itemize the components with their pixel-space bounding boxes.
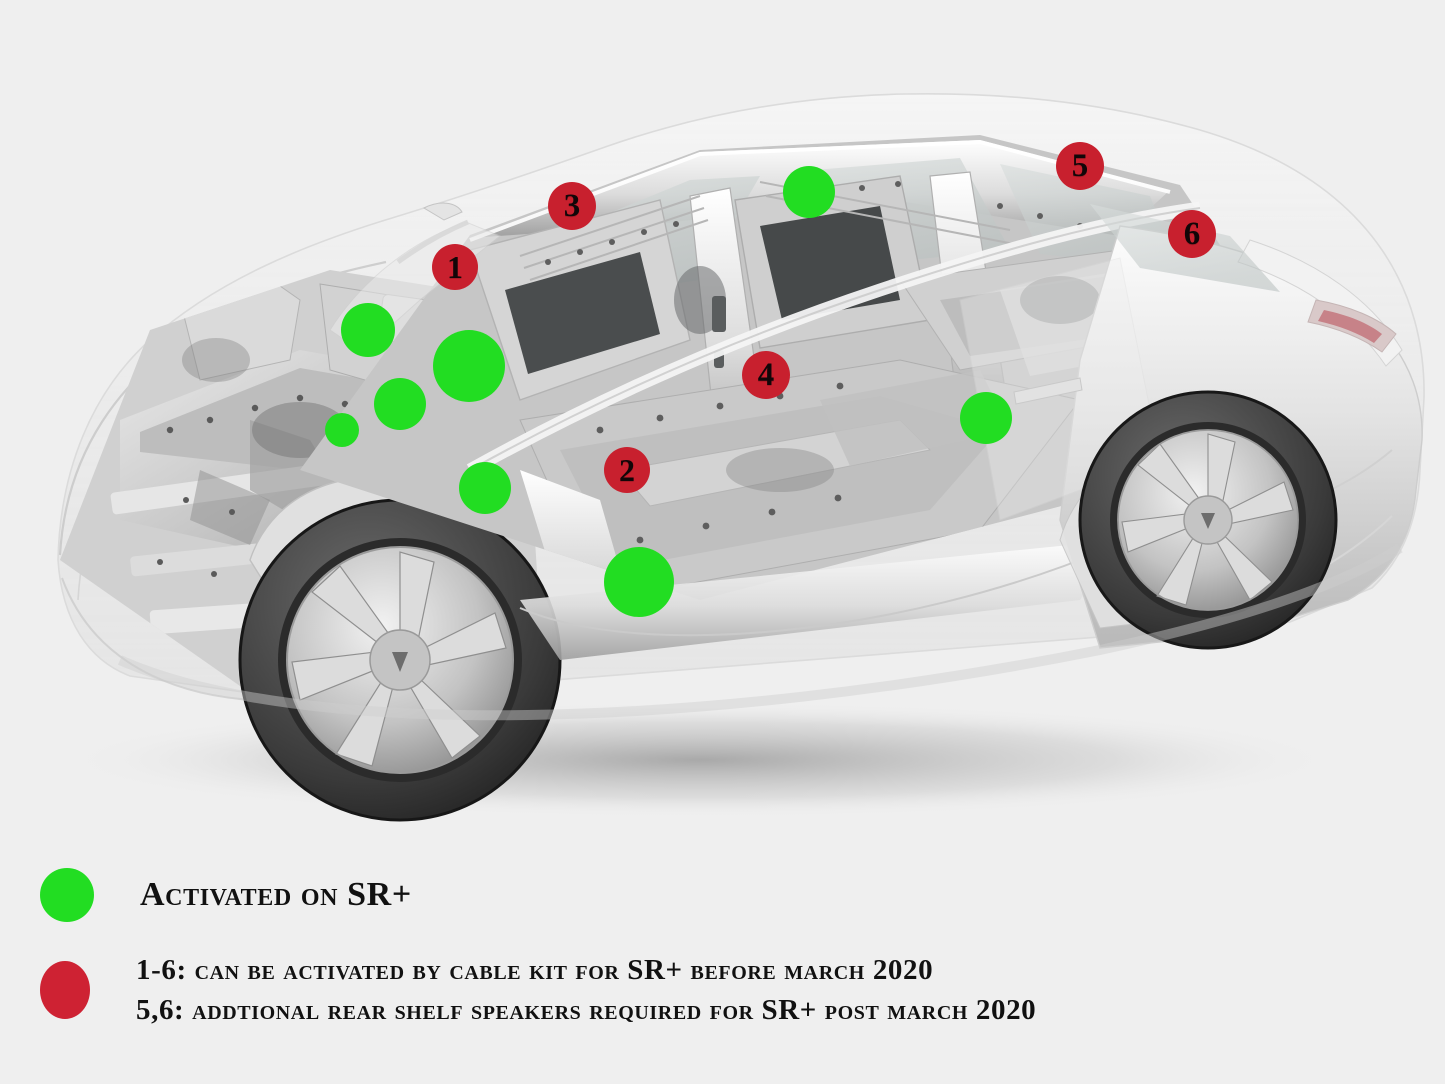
- legend-row-red: 1-6: can be activated by cable kit for S…: [40, 950, 1036, 1030]
- legend: Activated on SR+ 1-6: can be activated b…: [0, 830, 1445, 1084]
- legend-green-text-block: Activated on SR+: [140, 878, 412, 912]
- red-marker-5[interactable]: 5: [1056, 142, 1104, 190]
- green-marker-front-door-upper[interactable]: [341, 303, 395, 357]
- red-marker-4[interactable]: 4: [742, 351, 790, 399]
- red-marker-2[interactable]: 2: [604, 447, 650, 493]
- green-marker-front-footwell[interactable]: [459, 462, 511, 514]
- rear-wheel: [1078, 390, 1338, 650]
- red-marker-3[interactable]: 3: [548, 182, 596, 230]
- red-marker-1[interactable]: 1: [432, 244, 478, 290]
- red-marker-6[interactable]: 6: [1168, 210, 1216, 258]
- car-cutaway-illustration: [57, 92, 1425, 822]
- green-marker-rear-seat-area[interactable]: [960, 392, 1012, 444]
- green-marker-front-door-woofer[interactable]: [433, 330, 505, 402]
- legend-green-label: Activated on SR+: [140, 876, 412, 913]
- legend-green-dot-icon: [40, 868, 94, 922]
- legend-row-green: Activated on SR+: [40, 868, 412, 922]
- green-marker-front-kick-panel[interactable]: [325, 413, 359, 447]
- front-wheel: [238, 498, 562, 822]
- green-marker-front-door-lower[interactable]: [374, 378, 426, 430]
- legend-red-line-1: 1-6: can be activated by cable kit for S…: [136, 954, 934, 986]
- green-marker-rear-door-upper[interactable]: [783, 166, 835, 218]
- legend-red-dot-icon: [40, 961, 90, 1020]
- legend-red-text-block: 1-6: can be activated by cable kit for S…: [136, 950, 1036, 1030]
- green-marker-floor-subwoofer[interactable]: [604, 547, 674, 617]
- legend-red-line-2: 5,6: addtional rear shelf speakers requi…: [136, 994, 1037, 1027]
- car-illustration: 1 2 3 4 5 6: [57, 92, 1425, 822]
